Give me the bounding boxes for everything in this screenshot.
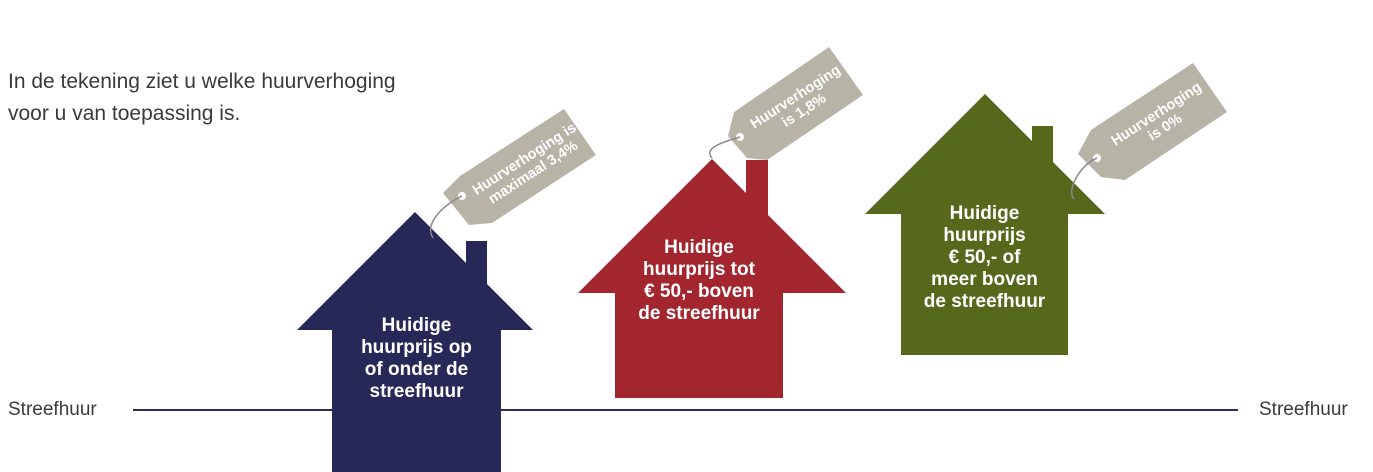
price-tag-1-string [430, 195, 463, 239]
intro-line-1: In de tekening ziet u welke huurverhogin… [8, 70, 396, 93]
baseline-label-left: Streefhuur [8, 399, 97, 420]
house-3 [865, 94, 1105, 355]
price-tag-1 [430, 109, 596, 239]
intro-text: In de tekening ziet u welke huurverhogin… [8, 66, 428, 130]
house-1-line: huurprijs op [361, 337, 472, 358]
house-2-label: Huidige huurprijs tot € 50,- boven de st… [615, 237, 783, 325]
price-tag-1-shape [443, 109, 596, 225]
house-2-line: huurprijs tot [643, 259, 755, 280]
house-3-body [865, 94, 1105, 355]
baseline-label-right: Streefhuur [1259, 399, 1348, 420]
house-2 [578, 159, 846, 398]
house-2-line: € 50,- boven [644, 281, 754, 302]
house-2-line: de streefhuur [638, 303, 760, 324]
price-tag-2 [709, 47, 863, 160]
house-1-label: Huidige huurprijs op of onder de streefh… [332, 315, 501, 403]
house-2-line: Huidige [664, 237, 734, 258]
price-tag-3 [1071, 63, 1227, 200]
price-tag-3-shape [1078, 63, 1227, 180]
house-2-body [578, 159, 846, 398]
house-3-line: € 50,- of [948, 247, 1021, 268]
price-tag-2-string [709, 136, 741, 159]
streefhuur-baseline [133, 409, 1238, 411]
house-3-line: Huidige [949, 203, 1020, 224]
house-1-line: of onder de [364, 359, 469, 380]
house-1-line: Huidige [381, 315, 452, 336]
price-tag-2-shape [728, 47, 863, 160]
house-1 [297, 212, 533, 472]
house-3-line: huurprijs [943, 225, 1026, 246]
house-3-line: de streefhuur [923, 291, 1046, 312]
price-tag-3-string [1071, 157, 1098, 200]
intro-line-2: voor u van toepassing is. [8, 102, 241, 125]
house-1-body [297, 212, 533, 472]
house-3-label: Huidige huurprijs € 50,- of meer boven d… [901, 203, 1068, 313]
house-1-line: streefhuur [369, 381, 464, 402]
house-3-line: meer boven [931, 269, 1038, 290]
